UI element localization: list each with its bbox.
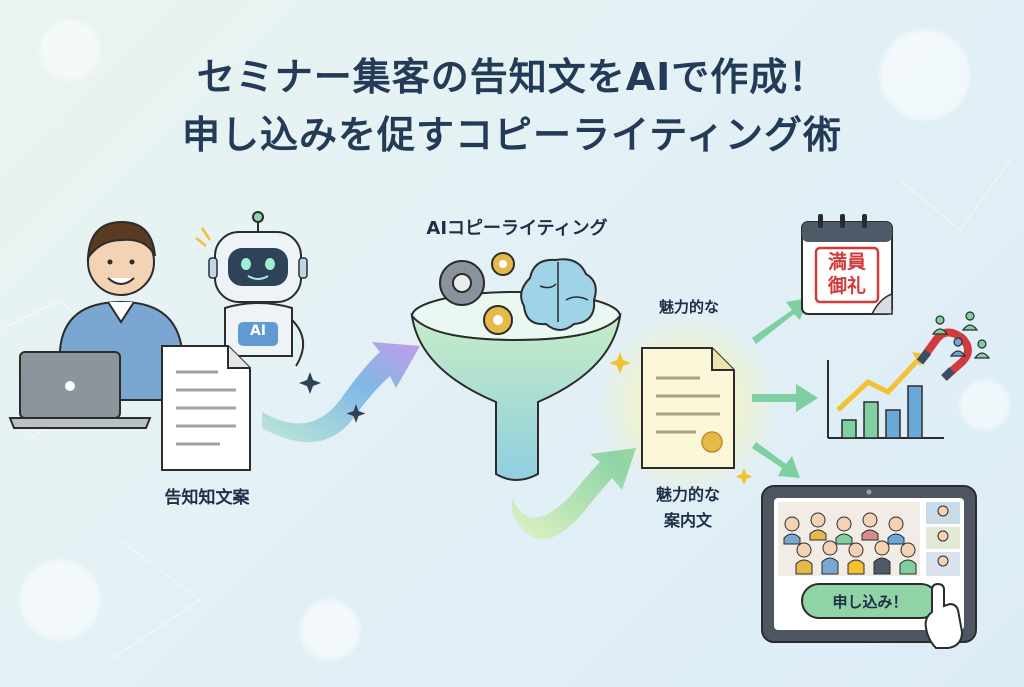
arrow-to-chart [752, 384, 818, 412]
sparkle-icon [609, 352, 753, 485]
robot-badge: AI [249, 323, 267, 339]
cursor-hand-icon [924, 582, 964, 649]
bokeh-light [880, 30, 970, 120]
document-icon [641, 347, 735, 469]
attractive-label: 魅力的な [658, 298, 719, 316]
output-document-label-line-2: 案内文 [663, 511, 712, 530]
source-document-label: 告知知文案 [164, 488, 250, 508]
title-line-2: 申し込みを促すコピーライティング術 [182, 113, 842, 157]
arrow-to-calendar [752, 298, 808, 344]
calendar-text-line-2: 御礼 [827, 275, 866, 297]
title-line-1: セミナー集客の告知文をAIで作成！ [196, 55, 828, 99]
arrow-to-screen [752, 442, 800, 478]
brain-icon [520, 258, 597, 331]
funnel-label: AIコピーライティング [426, 218, 608, 239]
growth-chart-icon [827, 352, 944, 439]
bokeh-light [40, 20, 100, 80]
calendar-icon [801, 214, 893, 315]
arrow-to-document [512, 448, 636, 540]
bokeh-light [300, 600, 360, 660]
output-document-label-line-1: 魅力的な [655, 485, 720, 504]
bokeh-light [960, 380, 1010, 430]
funnel-icon [410, 291, 622, 481]
audience-grid [783, 505, 949, 575]
sparkle-icon [299, 372, 366, 423]
calendar-text: 満員 御礼 [818, 250, 876, 298]
laptop-icon [8, 351, 152, 429]
document-icon [161, 345, 251, 471]
arrow-to-funnel [262, 342, 420, 443]
magnet-icon [916, 328, 972, 381]
people-icon [931, 311, 991, 359]
output-document-label: 魅力的な 案内文 [628, 482, 748, 534]
signup-button[interactable]: 申し込み！ [832, 593, 908, 611]
robot-icon [195, 211, 308, 367]
gear-icon [439, 252, 515, 335]
bokeh-light [20, 560, 100, 640]
page-title: セミナー集客の告知文をAIで作成！ 申し込みを促すコピーライティング術 [0, 48, 1024, 164]
calendar-text-line-1: 満員 [827, 251, 866, 273]
